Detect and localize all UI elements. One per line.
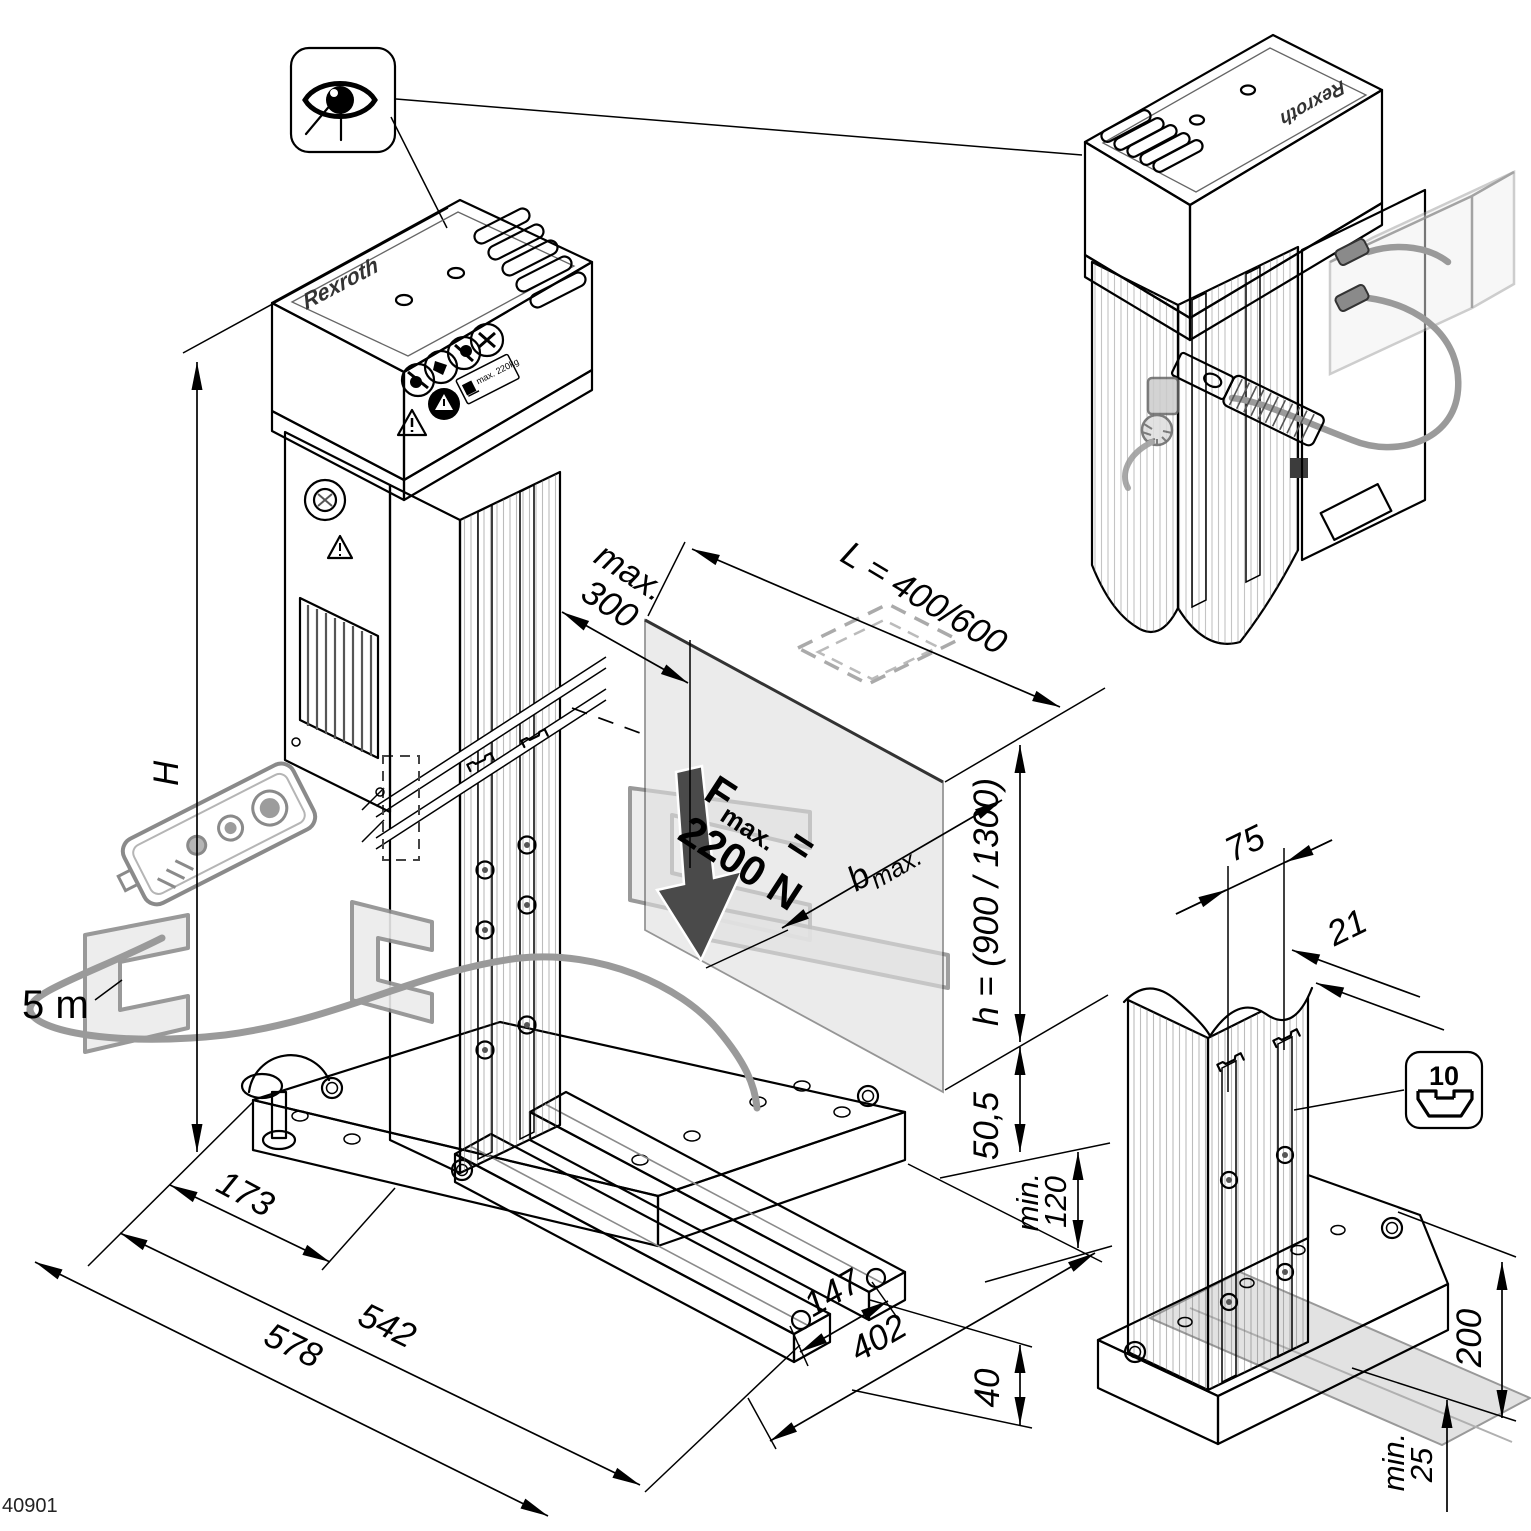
dim-578: 578 (258, 1315, 328, 1376)
dim-75: 75 (1219, 817, 1272, 869)
dimensions: H 173 542 578 147 402 40 max. 300 (34, 207, 1113, 1517)
crank-handle (1170, 351, 1325, 447)
electronics-box (283, 430, 392, 814)
connector-socket (303, 478, 347, 522)
guide-rail (519, 483, 535, 1141)
sensor-clip (1290, 458, 1308, 478)
esd-icon (428, 388, 460, 420)
prohibition-sign-icon (400, 362, 436, 398)
center-dashed-line (571, 707, 641, 734)
detail-base-plate (1096, 1173, 1450, 1446)
cable-length-label: 5 m (22, 979, 123, 1027)
base-plate (240, 1020, 907, 1248)
detail-cable (1228, 294, 1462, 451)
dim-L: L = 400/600 (834, 534, 1013, 663)
pendant-button (217, 814, 245, 842)
rail-cut-sections (466, 728, 549, 773)
prohibition-sign-icon (446, 335, 482, 371)
pendant-button (251, 789, 289, 827)
leveling-foot (865, 1267, 887, 1289)
carriage-rollers (475, 835, 537, 1060)
cable-length-text: 5 m (22, 983, 89, 1027)
lift-column (361, 470, 641, 1175)
dim-173: 173 (210, 1163, 280, 1225)
dim-H: H (147, 760, 186, 786)
figure-number: 40901 (2, 1495, 58, 1517)
dim-40: 40 (968, 1368, 1007, 1407)
prohibition-sign-icon (423, 349, 459, 385)
dim-21: 21 (1320, 902, 1373, 955)
warning-triangle-icon (326, 534, 354, 560)
base-bolts (320, 1076, 880, 1182)
dim-min-25: min. 25 (1376, 1433, 1439, 1492)
dim-542: 542 (352, 1295, 422, 1356)
svg-text:120: 120 (1038, 1176, 1073, 1228)
dim-h-stroke: h = (900 / 1300) (967, 778, 1006, 1026)
eye-icon (302, 81, 378, 142)
brand-logo-detail: Rexroth (1278, 75, 1348, 130)
leader-to-main (390, 116, 448, 229)
brand-logo: Rexroth (300, 252, 380, 315)
detail-view-bottom: 75 21 200 min. 25 10 (1096, 817, 1531, 1512)
svg-text:min.: min. (1376, 1433, 1411, 1492)
eye-icon-frame (289, 46, 397, 154)
t-slot-glyph (1416, 1089, 1474, 1118)
svg-text:25: 25 (1404, 1447, 1439, 1483)
roller-handle (247, 1054, 331, 1094)
vent-grille (298, 596, 380, 760)
guide-rail (477, 503, 493, 1161)
break-lines (361, 656, 607, 850)
drive-head-cover: Rexroth max. 220kg (270, 198, 594, 502)
detail-view-top: Rexroth (1083, 33, 1516, 645)
side-connector (1122, 376, 1180, 491)
dim-402: 402 (843, 1307, 913, 1370)
plug (1334, 237, 1370, 267)
leader-to-detail (395, 98, 1083, 156)
dim-50-5: 50,5 (967, 1091, 1006, 1160)
svg-text:min.: min. (1010, 1173, 1045, 1232)
max-load-sticker: max. 220kg (455, 353, 520, 405)
prohibition-sign-icon (469, 322, 505, 358)
warning-labels: max. 220kg (396, 322, 520, 437)
grip-slots (473, 207, 587, 309)
dim-min-120: min. 120 (1010, 1173, 1073, 1232)
grip-slots (1100, 109, 1204, 173)
connector-box (1328, 170, 1516, 376)
plug (1334, 283, 1370, 313)
dim-200: 200 (1450, 1308, 1489, 1368)
force-arrow-icon (654, 764, 745, 963)
leveling-foot (790, 1309, 812, 1331)
pendant-control (26, 761, 761, 1112)
slot-size-value: 10 (1429, 1061, 1459, 1091)
pendant-cable (26, 934, 761, 1112)
main-view: Rexroth max. 220kg (22, 198, 1113, 1517)
warning-triangle-icon (396, 408, 428, 437)
t-slot-size-icon: 10 (1293, 1050, 1484, 1130)
base-holes (291, 1080, 851, 1166)
visual-check-symbol (289, 46, 1083, 229)
t-slot (1221, 1059, 1237, 1384)
